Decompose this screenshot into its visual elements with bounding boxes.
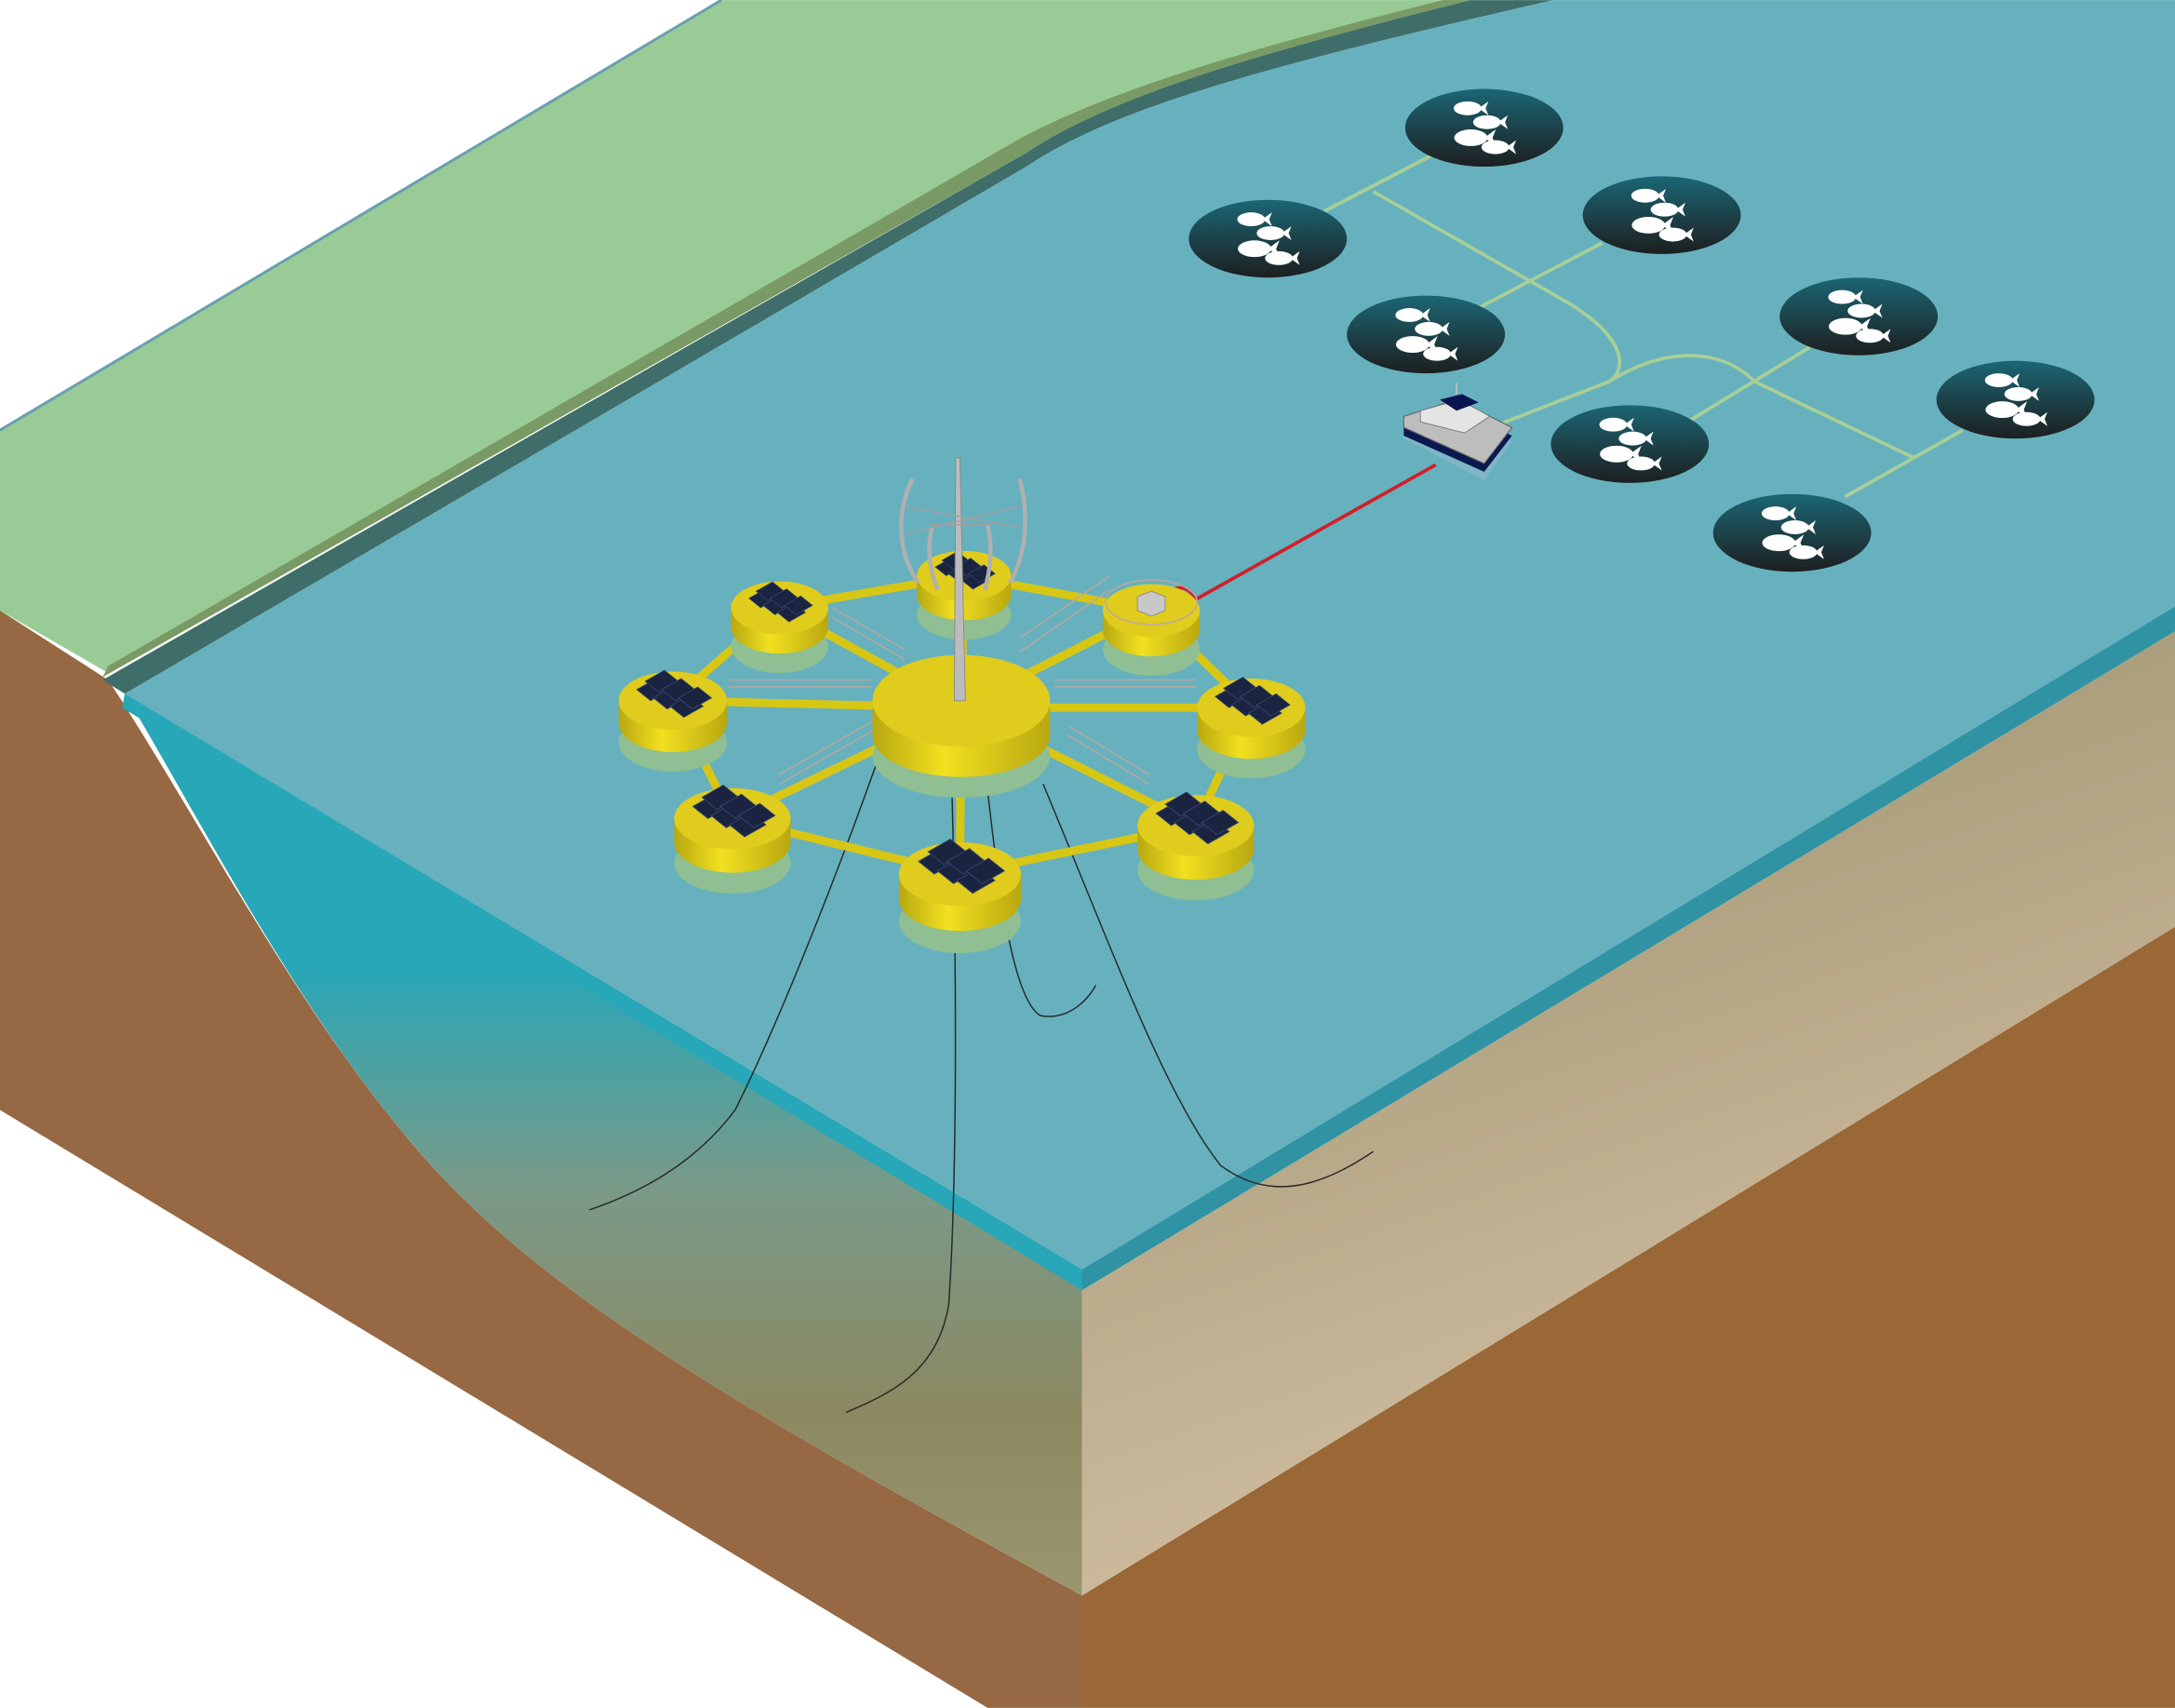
solar-pod <box>731 581 828 673</box>
solar-pod <box>1197 677 1306 779</box>
right-soil-face <box>1081 926 2175 1708</box>
fish-pen <box>1779 277 1939 356</box>
left-soil-face <box>0 610 1082 1708</box>
control-pod <box>1102 579 1201 676</box>
solar-pod <box>917 550 1012 640</box>
floating-pods <box>618 550 1306 954</box>
wind-turbine-icon <box>899 457 1027 702</box>
water-right-edge <box>1081 606 2175 1291</box>
fish-pen <box>1347 295 1506 374</box>
fish-pen <box>1404 88 1564 167</box>
water-cross-section-left <box>125 693 1082 1596</box>
fish-pens <box>1188 88 2095 572</box>
land-surface <box>0 0 1470 673</box>
solar-pod <box>898 838 1021 954</box>
service-vessel-icon <box>1403 383 1513 480</box>
fish-pen <box>1582 176 1741 254</box>
pipeline-network <box>1323 154 1964 499</box>
fish-pen <box>1188 199 1348 278</box>
solar-pod <box>1137 791 1255 901</box>
railings <box>728 575 1196 785</box>
fish-pen <box>1551 405 1710 483</box>
fish-pen <box>1936 360 2095 439</box>
fish-pen <box>1712 493 1872 572</box>
water-cross-section-right <box>1081 631 2175 1596</box>
land-edge <box>0 0 722 432</box>
solar-pod <box>618 669 727 772</box>
transformer-box-icon <box>1136 590 1166 617</box>
water-front-edge <box>122 693 1082 1291</box>
solar-pod <box>674 785 791 894</box>
